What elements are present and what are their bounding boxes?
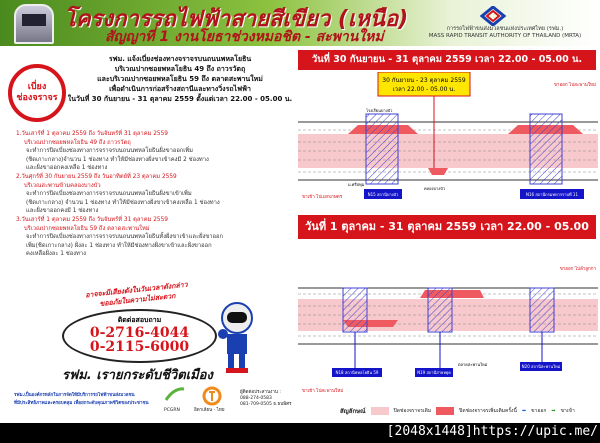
detour-item: 2.วันศุกร์ที่ 30 กันยายน 2559 ถึง วันอาท… [16, 173, 298, 216]
item-date: 1.วันเสาร์ที่ 1 ตุลาคม 2559 ถึง วันจันทร… [16, 131, 168, 137]
legend-title: สัญลักษณ์ [340, 408, 366, 415]
announce-line: เพื่อดำเนินการก่อสร้างสถานีและทางวิ่งรถไ… [109, 85, 251, 93]
item-body: จะทำการปิดเบี่ยงช่องทางการจราจรบนถนนพหลโ… [26, 234, 224, 241]
station-label: N16 สถานีกรมทหารราบที่ 11 [526, 192, 578, 197]
mascot-image [218, 302, 253, 373]
callout-date: 30 กันยายน - 23 ตุลาคม 2559 [382, 77, 466, 84]
legend-out: ขาออก [531, 408, 547, 414]
italian-thai-logo [202, 386, 222, 406]
item-place: บริเวณปากซอยพหลโยธิน 49 ถึง ถาวรวัตถุ [24, 139, 131, 146]
outbound-label: ขาออก ไปลำลูกกา [560, 265, 597, 272]
page-title: โครงการรถไฟฟ้าสายสีเขียว (เหนือ) [64, 7, 409, 32]
announce-line: บริเวณปากซอยพหลโยธิน 49 ถึง ถาวรวัตถุ [114, 65, 246, 73]
contact-phone: 0-2115-6000 [89, 339, 190, 355]
announcement: รฟม. แจ้งเบี่ยงช่องทางจราจรบนถนนพหลโยธิน… [62, 54, 298, 104]
item-body: คงเหลือฝั่งละ 1 ช่องทาง [26, 251, 86, 258]
station-box [520, 362, 562, 371]
diagram2: ขาออก ไปลำลูกกา ตลาดสะพานใหม่ N18 สถานีพ… [298, 265, 598, 394]
inbound-label: ขาเข้า ไปสะพานใหม่ [302, 388, 343, 394]
item-date: 3.วันเสาร์ที่ 1 ตุลาคม 2559 ถึง วันจันทร… [16, 216, 168, 223]
item-body: (ชิดเกาะกลาง)จำนวน 1 ช่องทาง ทำให้มีช่อง… [26, 156, 209, 163]
station-box [415, 368, 453, 377]
station-zone [529, 113, 563, 185]
place-label: ม.ศรีปทุม [348, 182, 365, 188]
station-label: N19 สถานีสายหยุด [417, 370, 451, 376]
mission-line: ที่มีประสิทธิภาพและครอบคลุม เพื่อยกระดับ… [14, 401, 149, 406]
coord-phone: 081-709-0505 ธ.ธนพิศร [240, 402, 292, 407]
badge-line1: เบี่ยง [27, 82, 47, 92]
image-stamp: [2048x1448]https://upic.me/ [386, 424, 598, 439]
legend-swatch-new [436, 407, 455, 415]
date-callout [377, 72, 471, 97]
item-place: บริเวณสะพานข้ามคลองบางบัว [24, 182, 101, 189]
diagram1: 30 กันยายน - 23 ตุลาคม 2559 เวลา 22.00 -… [298, 72, 598, 200]
place-label: โรงเรียนบางบัว [366, 108, 392, 113]
detour-item: 1.วันเสาร์ที่ 1 ตุลาคม 2559 ถึง วันจันทร… [16, 130, 298, 173]
mission-text: รฟม.เป็นองค์กรหลักในการจัดให้มีบริการรถไ… [14, 392, 149, 408]
closed-new-area [428, 168, 448, 175]
mission-line: รฟม.เป็นองค์กรหลักในการจัดให้มีบริการรถไ… [14, 393, 135, 398]
inbound-arrow-icon: ➡ [551, 408, 556, 414]
mrta-logo [479, 6, 507, 26]
outbound-label: ขาออก ไปสะพานใหม่ [554, 82, 596, 88]
legend-in: ขาเข้า [560, 408, 575, 414]
partner-pcgrn: PCGRN [164, 408, 180, 413]
announce-line: และบริเวณปากซอยพหลโยธิน 59 ถึง ตลาดสะพาน… [97, 75, 263, 83]
item-body: และฝั่งขาออกคงมี 1 ช่องทาง [26, 208, 99, 215]
train-image [14, 4, 54, 44]
inbound-label: ขาเข้า ไปแยกเกษตร [302, 194, 343, 200]
legend-existing: ปิดช่องจราจรเดิม [393, 408, 432, 414]
slogan: รฟม. เรายกระดับชีวิตเมือง [62, 368, 213, 383]
diagram1-banner: วันที่ 30 กันยายน - 31 ตุลาคม 2559 เวลา … [298, 50, 596, 70]
station-zone [342, 287, 368, 333]
contact-bubble: ติดต่อสอบถาม 0-2716-4044 0-2115-6000 [62, 309, 217, 363]
pcgrn-logo [164, 387, 185, 401]
place-label: ตลาดสะพานใหม่ [458, 362, 488, 367]
diagram2-banner: วันที่ 1 ตุลาคม - 31 ตุลาคม 2559 เวลา 22… [298, 215, 596, 257]
item-body: จะทำการปิดเบี่ยงช่องทางการจราจรบนถนนพหลโ… [26, 191, 192, 198]
item-body: จะทำการปิดเบี่ยงช่องทางการจราจรบนถนนพหลโ… [26, 148, 193, 155]
header: โครงการรถไฟฟ้าสายสีเขียว (เหนือ) สัญญาที… [0, 0, 600, 46]
footer: รฟม.เป็นองค์กรหลักในการจัดให้มีบริการรถไ… [14, 386, 304, 418]
legend-new: ปิดช่องจราจรเพิ่มเติมครั้งนี้ [459, 408, 517, 414]
station-label: N15 สถานีบางบัว [368, 192, 399, 197]
announce-line: ในวันที่ 30 กันยายน - 31 ตุลาคม 2559 ตั้… [67, 95, 293, 103]
partner-italian-thai: อิตาเลียน - ไทย [194, 408, 225, 413]
coord-phone: 088-274-0583 [240, 396, 272, 401]
contact-label: ติดต่อสอบถาม [117, 316, 162, 324]
place-label: คลองบางบัว [424, 186, 445, 191]
item-body: (ชิดเกาะกลาง) จำนวน 1 ช่องทาง ทำให้มีช่อ… [26, 199, 220, 206]
item-date: 2.วันศุกร์ที่ 30 กันยายน 2559 ถึง วันอาท… [16, 173, 177, 180]
announce-line: รฟม. แจ้งเบี่ยงช่องทางจราจรบนถนนพหลโยธิน [108, 55, 252, 63]
legend: สัญลักษณ์ ปิดช่องจราจรเดิม ปิดช่องจราจรเ… [300, 405, 596, 417]
coord-label: ผู้ติดต่อประสานงาน : [240, 390, 281, 395]
logo-text: การรถไฟฟ้าขนส่งมวลชนแห่งประเทศไทย (รฟม.)… [415, 26, 595, 40]
station-zone [365, 113, 399, 185]
station-box [520, 189, 584, 199]
item-place: บริเวณปากซอยพหลโยธิน 59 ถึง ตลาดสะพานใหม… [24, 225, 150, 232]
station-zone [427, 287, 453, 333]
detour-item: 3.วันเสาร์ที่ 1 ตุลาคม 2559 ถึง วันจันทร… [16, 216, 298, 259]
station-zone [529, 287, 555, 333]
org-name-en: MASS RAPID TRANSIT AUTHORITY OF THAILAND… [428, 33, 582, 39]
legend-swatch-existing [370, 407, 389, 415]
outbound-arrow-icon: ➡ [521, 408, 527, 414]
badge-line2: ช่องจราจร [16, 93, 58, 103]
poster: โครงการรถไฟฟ้าสายสีเขียว (เหนือ) สัญญาที… [0, 0, 600, 423]
page-subtitle: สัญญาที่ 1 งานโยธาช่วงหมอชิต - สะพานใหม่ [105, 29, 384, 45]
station-box [364, 189, 402, 199]
item-body: เพิ่ม(ชิดเกาะกลาง) ฝั่งละ 1 ช่องทาง ทำให… [26, 242, 212, 249]
station-box [332, 368, 382, 377]
detour-badge: เบี่ยงช่องจราจร [8, 64, 66, 122]
station-label: N20 สถานีสะพานใหม่ [522, 364, 561, 369]
detour-items: 1.วันเสาร์ที่ 1 ตุลาคม 2559 ถึง วันจันทร… [16, 130, 298, 259]
closed-new-area [348, 125, 583, 134]
org-name-th: การรถไฟฟ้าขนส่งมวลชนแห่งประเทศไทย (รฟม.) [446, 26, 564, 32]
contact-phone: 0-2716-4044 [89, 325, 190, 341]
callout-time: เวลา 22.00 - 05.00 น. [393, 86, 456, 93]
station-label: N18 สถานีพหลโยธิน 59 [336, 370, 379, 375]
item-body: และฝั่งขาออกคงเหลือ 1 ช่องทาง [26, 165, 108, 172]
